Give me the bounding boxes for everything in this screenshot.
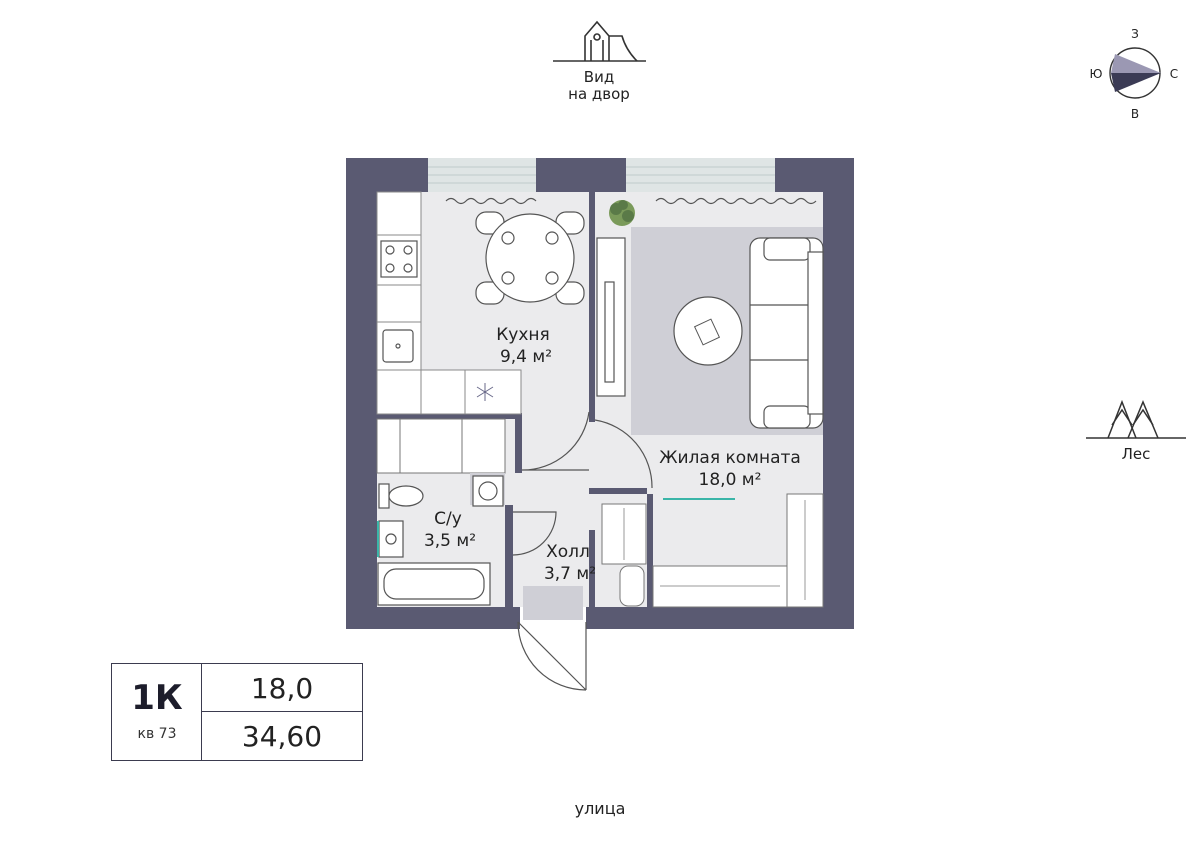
hall-area: 3,7 м²	[544, 564, 596, 584]
wardrobe-living-hangers	[660, 500, 806, 600]
bathroom-sink-icon	[378, 520, 404, 558]
washing-machine-icon	[472, 475, 504, 507]
bathtub-icon	[377, 562, 491, 606]
hall-name: Холл	[546, 542, 590, 562]
apartment-type-cell: 1К кв 73	[112, 664, 202, 760]
sofa-icon	[749, 237, 824, 429]
bathroom-area: 3,5 м²	[424, 531, 476, 551]
dining-table-icon	[475, 211, 585, 305]
stove-icon	[380, 240, 418, 278]
snowflake-icon	[476, 383, 494, 401]
apartment-number: кв 73	[137, 726, 177, 742]
living-name: Жилая комната	[659, 448, 801, 468]
window-living	[626, 158, 775, 192]
forest-icon	[1086, 399, 1186, 439]
apartment-info: 1К кв 73 18,0 34,60	[111, 663, 363, 761]
sink-icon	[382, 329, 414, 363]
living-area: 18,0 м²	[699, 470, 762, 490]
radiator-kitchen	[445, 197, 537, 205]
entrance-door	[517, 621, 587, 691]
radiator-living	[655, 197, 817, 205]
coffee-table-icon	[673, 296, 743, 366]
kitchen-name: Кухня	[496, 325, 550, 345]
total-area-value: 34,60	[241, 720, 323, 753]
toilet-icon	[378, 483, 424, 509]
bathroom-name: С/у	[434, 509, 462, 529]
living-door	[594, 419, 653, 489]
plant-icon	[609, 200, 635, 226]
kitchen-door	[521, 411, 590, 471]
window-kitchen	[428, 158, 536, 192]
bathroom-door	[512, 511, 557, 556]
tv-stand-icon	[596, 237, 626, 397]
street-label: улица	[575, 799, 626, 818]
kitchen-area: 9,4 м²	[500, 347, 552, 367]
playground-icon	[553, 20, 646, 62]
compass-west-label: Ю	[1090, 67, 1103, 81]
kitchen-counter	[376, 191, 522, 415]
apartment-type: 1К	[131, 678, 183, 718]
compass-icon	[1109, 47, 1161, 99]
entrance-mat	[523, 586, 583, 620]
compass-south-label: В	[1131, 107, 1139, 121]
interior-walls	[377, 192, 653, 607]
forest-label: Лес	[1122, 445, 1151, 463]
compass-north-label: З	[1131, 27, 1139, 41]
bathroom-cabinets	[376, 418, 506, 474]
wardrobe-hall	[601, 503, 647, 607]
view-yard-label-1: Вид	[584, 68, 614, 86]
compass-east-label: С	[1170, 67, 1178, 81]
living-area-value: 18,0	[202, 664, 362, 712]
view-yard-label-2: на двор	[568, 85, 630, 103]
